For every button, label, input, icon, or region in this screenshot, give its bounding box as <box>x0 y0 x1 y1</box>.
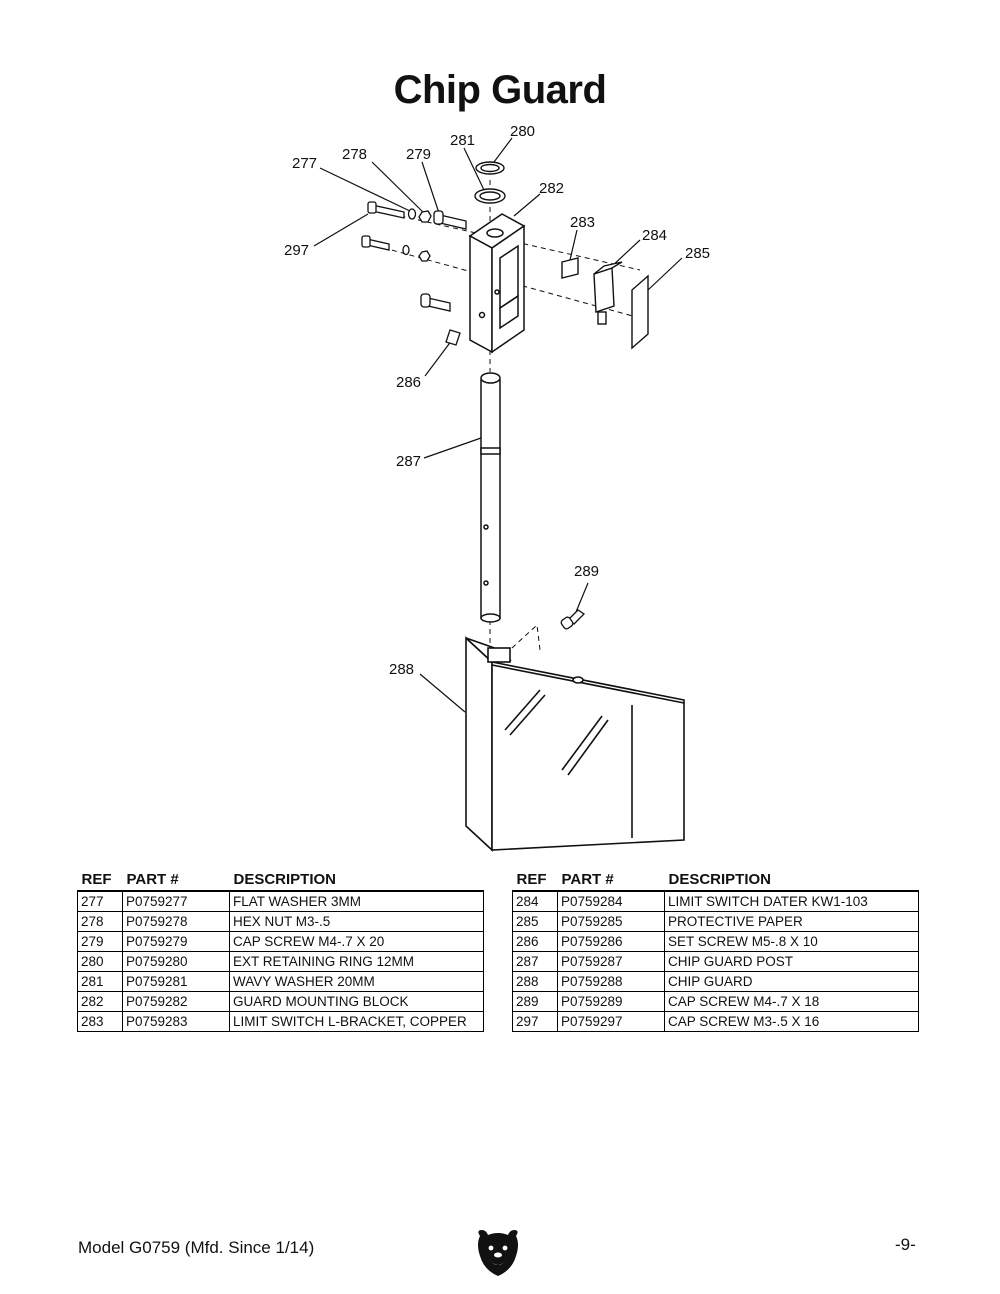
description-cell: FLAT WASHER 3MM <box>229 890 484 912</box>
callout-280: 280 <box>510 123 535 140</box>
description-cell: LIMIT SWITCH DATER KW1-103 <box>664 890 919 912</box>
header-part: PART # <box>557 866 665 892</box>
part-cell: P0759277 <box>122 890 230 912</box>
description-cell: WAVY WASHER 20MM <box>229 971 484 992</box>
description-cell: GUARD MOUNTING BLOCK <box>229 991 484 1012</box>
part-cell: P0759278 <box>122 911 230 932</box>
ref-cell: 278 <box>77 911 123 932</box>
part-cell: P0759283 <box>122 1011 230 1032</box>
description-cell: CAP SCREW M4-.7 X 20 <box>229 931 484 952</box>
description-cell: CHIP GUARD POST <box>664 951 919 972</box>
callout-284: 284 <box>642 227 667 244</box>
callout-287: 287 <box>396 453 421 470</box>
ref-cell: 280 <box>77 951 123 972</box>
ref-cell: 285 <box>512 911 558 932</box>
part-cell: P0759282 <box>122 991 230 1012</box>
table-row: 286 P0759286 SET SCREW M5-.8 X 10 <box>512 931 919 952</box>
parts-table-right: REF PART # DESCRIPTION 284 P0759284 LIMI… <box>512 866 919 1032</box>
page-title: Chip Guard <box>393 68 607 112</box>
table-row: 279 P0759279 CAP SCREW M4-.7 X 20 <box>77 931 484 952</box>
parts-right-body: 284 P0759284 LIMIT SWITCH DATER KW1-103 … <box>512 890 919 1032</box>
footer-model: Model G0759 (Mfd. Since 1/14) <box>78 1238 315 1257</box>
ref-cell: 279 <box>77 931 123 952</box>
parts-left-body: 277 P0759277 FLAT WASHER 3MM 278 P075927… <box>77 890 484 1032</box>
table-row: 283 P0759283 LIMIT SWITCH L-BRACKET, COP… <box>77 1011 484 1032</box>
header-part: PART # <box>122 866 230 892</box>
table-row: 285 P0759285 PROTECTIVE PAPER <box>512 911 919 932</box>
table-row: 289 P0759289 CAP SCREW M4-.7 X 18 <box>512 991 919 1012</box>
header-ref: REF <box>512 866 558 892</box>
table-row: 288 P0759288 CHIP GUARD <box>512 971 919 992</box>
table-row: 284 P0759284 LIMIT SWITCH DATER KW1-103 <box>512 890 919 912</box>
page-number: -9- <box>895 1235 916 1254</box>
callout-285: 285 <box>685 245 710 262</box>
table-row: 287 P0759287 CHIP GUARD POST <box>512 951 919 972</box>
part-cell: P0759286 <box>557 931 665 952</box>
header-ref: REF <box>77 866 123 892</box>
description-cell: CAP SCREW M3-.5 X 16 <box>664 1011 919 1032</box>
ref-cell: 283 <box>77 1011 123 1032</box>
ref-cell: 287 <box>512 951 558 972</box>
description-cell: EXT RETAINING RING 12MM <box>229 951 484 972</box>
part-cell: P0759287 <box>557 951 665 972</box>
part-cell: P0759297 <box>557 1011 665 1032</box>
ref-cell: 289 <box>512 991 558 1012</box>
table-row: 280 P0759280 EXT RETAINING RING 12MM <box>77 951 484 972</box>
part-cell: P0759288 <box>557 971 665 992</box>
table-row: 282 P0759282 GUARD MOUNTING BLOCK <box>77 991 484 1012</box>
callout-288: 288 <box>389 661 414 678</box>
callout-297: 297 <box>284 242 309 259</box>
part-cell: P0759285 <box>557 911 665 932</box>
callout-277: 277 <box>292 155 317 172</box>
table-row: 281 P0759281 WAVY WASHER 20MM <box>77 971 484 992</box>
callout-278: 278 <box>342 146 367 163</box>
exploded-parts-diagram: 277 278 279 280 281 282 283 284 285 286 … <box>284 123 710 852</box>
table-row: 278 P0759278 HEX NUT M3-.5 <box>77 911 484 932</box>
callout-283: 283 <box>570 214 595 231</box>
part-cell: P0759280 <box>122 951 230 972</box>
ref-cell: 288 <box>512 971 558 992</box>
part-cell: P0759284 <box>557 890 665 912</box>
callout-279: 279 <box>406 146 431 163</box>
header-description: DESCRIPTION <box>229 866 484 892</box>
ref-cell: 286 <box>512 931 558 952</box>
callout-282: 282 <box>539 180 564 197</box>
part-cell: P0759279 <box>122 931 230 952</box>
ref-cell: 284 <box>512 890 558 912</box>
callout-286: 286 <box>396 374 421 391</box>
parts-table-left: REF PART # DESCRIPTION 277 P0759277 FLAT… <box>77 866 484 1032</box>
ref-cell: 297 <box>512 1011 558 1032</box>
table-row: 277 P0759277 FLAT WASHER 3MM <box>77 890 484 912</box>
ref-cell: 282 <box>77 991 123 1012</box>
description-cell: CAP SCREW M4-.7 X 18 <box>664 991 919 1012</box>
description-cell: HEX NUT M3-.5 <box>229 911 484 932</box>
description-cell: SET SCREW M5-.8 X 10 <box>664 931 919 952</box>
part-cell: P0759289 <box>557 991 665 1012</box>
bear-head-logo-icon <box>478 1230 518 1276</box>
description-cell: PROTECTIVE PAPER <box>664 911 919 932</box>
header-description: DESCRIPTION <box>664 866 919 892</box>
callout-281: 281 <box>450 132 475 149</box>
description-cell: CHIP GUARD <box>664 971 919 992</box>
ref-cell: 281 <box>77 971 123 992</box>
part-cell: P0759281 <box>122 971 230 992</box>
ref-cell: 277 <box>77 890 123 912</box>
table-row: 297 P0759297 CAP SCREW M3-.5 X 16 <box>512 1011 919 1032</box>
description-cell: LIMIT SWITCH L-BRACKET, COPPER <box>229 1011 484 1032</box>
callout-289: 289 <box>574 563 599 580</box>
